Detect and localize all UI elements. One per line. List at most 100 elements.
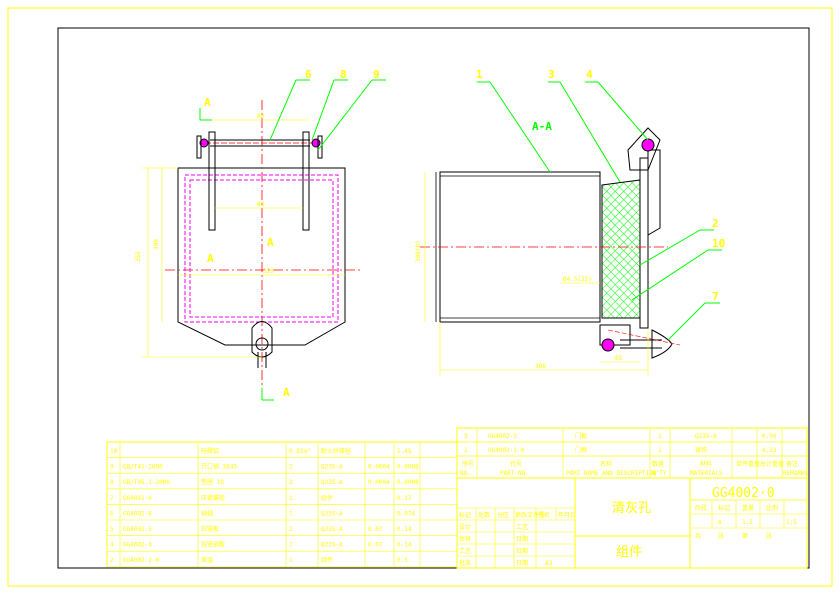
- parts-cell: 10: [110, 448, 118, 455]
- top-row2-name: 门框: [575, 446, 587, 454]
- dim-side-wing: 65: [615, 355, 623, 362]
- leader-label-10: 10: [712, 237, 725, 250]
- parts-cell: 9: [110, 464, 114, 471]
- top-row1-total: 0.50: [762, 433, 777, 440]
- stage-v-2: 1.5: [742, 519, 753, 526]
- role-approve: 批准: [459, 559, 471, 567]
- hdr-qty: 数量: [652, 460, 664, 468]
- parts-cell: 开口销 3X45: [201, 463, 237, 471]
- parts-cell: 保温: [201, 556, 213, 564]
- parts-cell: 0.074: [397, 510, 415, 517]
- leader-label-8: 8: [340, 68, 347, 81]
- hdr-remark-en: REMARKS: [783, 470, 809, 477]
- hdr-no: 序号: [462, 460, 474, 468]
- hdr-remark: 备注: [786, 460, 798, 468]
- hdr-mat: 材料: [700, 460, 712, 468]
- dim-front-mid: 80: [257, 201, 265, 208]
- top-row2-mat: 铸铁: [695, 446, 707, 454]
- role-code-1: 工艺: [516, 523, 528, 531]
- front-leaders: 6 8 9 A A A A 80 80 320 355 300: [135, 68, 386, 399]
- parts-cell: 0.0004: [368, 479, 390, 486]
- drawing-number: GG4002·0: [712, 486, 775, 501]
- section-mark-center: A: [267, 236, 274, 249]
- rev-h-date: 年月日: [558, 511, 576, 519]
- parts-cell: GG4002·4: [123, 542, 152, 549]
- parts-cell: 0.0004: [368, 464, 390, 471]
- sheet-inner-border: [57, 27, 810, 569]
- leader-label-3: 3: [548, 68, 555, 81]
- top-row2-no: 1: [464, 447, 468, 454]
- parts-cell: 0.5: [397, 557, 408, 564]
- title-block: 3 GG4002·3 门板 1 Q235-A 0.50 1 GG4002·1·0…: [456, 427, 809, 569]
- stage-v-1: A: [718, 519, 722, 526]
- parts-cell: 8: [110, 479, 114, 486]
- parts-cell: Q235-A: [321, 479, 343, 486]
- parts-cell: GB/T41-2000: [123, 464, 163, 471]
- parts-cell: 0.0008: [397, 479, 419, 486]
- top-row1-code: GG4002·3: [488, 433, 517, 440]
- parts-cell: 0.17: [397, 495, 412, 502]
- parts-cell: Q235-A: [321, 526, 343, 533]
- rev-h-zone: 分区: [497, 511, 509, 519]
- hdr-qty-en: Q'TY: [652, 470, 667, 477]
- company-code: A3: [545, 560, 553, 567]
- hdr-name: 名称: [600, 460, 612, 468]
- parts-cell: 组件: [321, 556, 333, 564]
- parts-cell: 0.01m³: [289, 448, 311, 455]
- dim-front-height-2: 300: [153, 239, 160, 250]
- hdr-unit: 单件重量: [736, 460, 760, 468]
- parts-cell: 1: [289, 510, 293, 517]
- hdr-no-en: NO.: [460, 470, 471, 477]
- hdr-code-en: PART NO.: [500, 470, 529, 477]
- parts-cell: Q235-A: [321, 464, 343, 471]
- dim-front-height: 355: [135, 251, 142, 262]
- dim-side-height: 300(b): [415, 240, 422, 262]
- role-design: 设计: [459, 523, 471, 531]
- parts-cell: Q235-A: [321, 510, 343, 517]
- side-section-view: [420, 127, 681, 375]
- leader-label-1: 1: [476, 68, 483, 81]
- leader-label-4: 4: [586, 68, 593, 81]
- top-row1-qty: 1: [658, 433, 662, 440]
- sheet-outer-border: [7, 7, 833, 587]
- parts-cell: 0.0008: [397, 464, 419, 471]
- stage-h-3: 重量: [742, 504, 754, 512]
- parts-cell: 0.14: [397, 526, 412, 533]
- parts-cell: 0.07: [368, 542, 383, 549]
- role-code-4: 日期: [516, 559, 528, 567]
- parts-cell: 7: [110, 495, 114, 502]
- parts-cell: 铰链销板: [201, 541, 225, 549]
- top-row2-qty: 1: [658, 447, 662, 454]
- sheet-no: 第: [742, 532, 748, 540]
- top-row2-code: GG4002·1·0: [488, 447, 525, 454]
- leader-label-9: 9: [373, 68, 380, 81]
- parts-cell: 5: [110, 526, 114, 533]
- parts-cell: GG4002·5: [123, 526, 152, 533]
- parts-cell: 垫圈 10: [201, 478, 224, 486]
- hdr-name-en: PART NAME AND DESCRIPTION: [566, 470, 657, 477]
- top-row1-no: 3: [464, 433, 468, 440]
- side-leaders: 1 3 4 2 10 7 A-A 300(b) 398 65 Ø4.5(25): [415, 68, 725, 370]
- dim-front-top: 80: [257, 113, 265, 120]
- hdr-mat-en: MATERIALS: [690, 470, 723, 477]
- rev-h-count: 处数: [478, 511, 490, 519]
- parts-cell: 0.07: [368, 526, 383, 533]
- rev-h-doc: 更改文件号: [515, 511, 545, 519]
- leader-label-6: 6: [305, 68, 312, 81]
- parts-cell: 2: [289, 526, 293, 533]
- parts-cell: 4: [110, 542, 114, 549]
- parts-cell: 2: [289, 542, 293, 549]
- stage-v-3: 1:5: [786, 519, 797, 526]
- parts-cell: 铰链板: [201, 525, 219, 533]
- stage-h-1: 阶段: [695, 504, 707, 512]
- parts-cell: GG0051·0: [123, 495, 152, 502]
- sheet-no-unit: 张: [766, 532, 772, 540]
- parts-cell: 0.14: [397, 542, 412, 549]
- parts-cell: 硅酸铝: [201, 447, 219, 455]
- parts-cell: 2: [289, 479, 293, 486]
- section-mark-bottom: A: [283, 386, 290, 399]
- parts-cell: 1.45: [397, 448, 412, 455]
- rev-h-mark: 标记: [459, 511, 471, 519]
